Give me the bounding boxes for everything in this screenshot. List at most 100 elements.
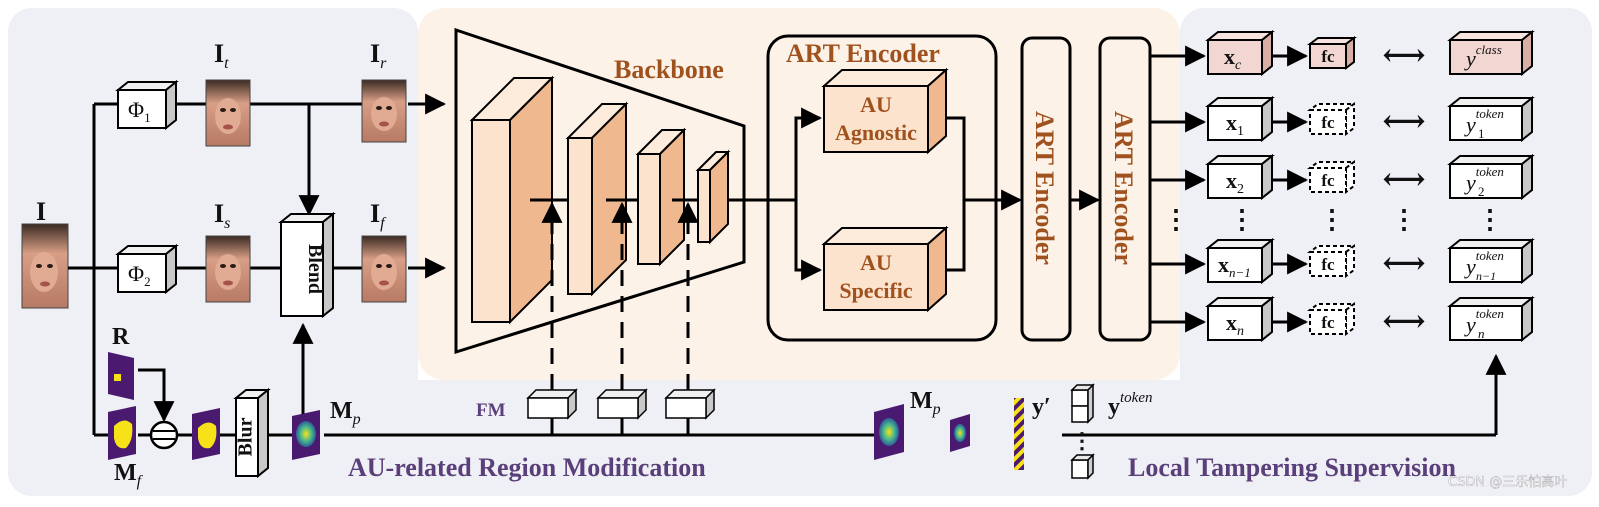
y-prime-strip (1014, 398, 1024, 470)
au-specific-line2: Specific (839, 278, 913, 303)
y-token-n1-label: ytoken (1464, 248, 1504, 279)
label-Ir: Ir (370, 39, 387, 72)
fc-label-n: fc (1321, 313, 1335, 332)
y-token-n1-sub: n−1 (1476, 269, 1496, 283)
vdots-5: ⋮ (1477, 205, 1503, 234)
fm-label: FM (476, 400, 506, 421)
blend-label: Blend (304, 244, 326, 294)
y-token-2-label: ytoken (1464, 164, 1504, 195)
au-specific-block (821, 225, 949, 313)
art-wires (794, 107, 1101, 281)
y-token-n-sub: n (1478, 326, 1485, 341)
blend-box (278, 211, 336, 319)
label-I: I (36, 197, 46, 226)
double-arrow-class: ⟷ (1382, 39, 1425, 72)
face-If (361, 235, 407, 303)
label-It: It (214, 39, 229, 72)
phi2-label: Φ2 (128, 261, 151, 289)
fc-box-class (1307, 36, 1357, 70)
face-It (205, 79, 251, 147)
face-I (21, 223, 69, 309)
label-Mf: Mf (114, 460, 144, 490)
y-token-1-box (1447, 95, 1535, 143)
x-c-box (1205, 29, 1275, 77)
center-panel (418, 8, 1180, 380)
minus-circle (149, 420, 179, 450)
y-class-label: yclass (1464, 42, 1502, 71)
phi1-box (115, 79, 179, 131)
backbone-block-1 (469, 75, 555, 325)
label-Is: Is (214, 199, 230, 232)
output-wires (1062, 45, 1507, 437)
face-Ir (361, 79, 407, 143)
x-2-box (1205, 153, 1275, 201)
mask-Mp (292, 410, 320, 460)
x-n1-box (1205, 237, 1275, 285)
fc-label-1: fc (1321, 113, 1335, 132)
vdots-3: ⋮ (1319, 205, 1345, 234)
y-token-1-sub: 1 (1478, 126, 1485, 141)
backbone-wires (530, 198, 796, 435)
fc-label-class: fc (1321, 47, 1335, 66)
label-If: If (370, 199, 387, 232)
fm-box-1 (526, 388, 578, 420)
x-n-box (1205, 295, 1275, 343)
fc-label-2: fc (1321, 171, 1335, 190)
x-n1-label: xn−1 (1218, 252, 1251, 280)
fc-box-n (1307, 302, 1357, 336)
au-agnostic-line1: AU (860, 92, 892, 117)
y-token-2-box (1447, 153, 1535, 201)
mask-R (108, 352, 134, 400)
y-token-1-label: ytoken (1464, 106, 1504, 137)
x-1-label: x1 (1226, 110, 1244, 139)
token-cube-bottom (1070, 453, 1095, 480)
left-wires (68, 93, 874, 437)
au-agnostic-line2: Agnostic (835, 120, 917, 145)
y-token-n1-box (1447, 237, 1535, 285)
fc-box-2 (1307, 160, 1357, 194)
backbone-trapezoid (454, 27, 746, 355)
mask-diff (192, 408, 220, 460)
backbone-block-3 (635, 127, 687, 267)
face-Is (205, 235, 251, 303)
x-2-label: x2 (1226, 168, 1244, 197)
phi2-box (115, 243, 179, 295)
x-c-label: xc (1224, 44, 1242, 73)
blur-box (233, 387, 271, 479)
fc-label-n1: fc (1321, 255, 1335, 274)
y-token-2-sub: 2 (1478, 184, 1485, 199)
au-agnostic-block (821, 67, 949, 155)
art-encoder-col-2-label: ART Encoder (1109, 111, 1138, 265)
blur-label: Blur (235, 417, 257, 456)
section-left-title: AU-related Region Modification (348, 453, 706, 482)
double-arrow-2: ⟷ (1382, 163, 1425, 196)
double-arrow-1: ⟷ (1382, 105, 1425, 138)
token-vdots: ⋮ (1071, 428, 1093, 453)
art-encoder-title: ART Encoder (786, 39, 940, 68)
fm-box-3 (664, 388, 716, 420)
double-arrow-n1: ⟷ (1382, 247, 1425, 280)
label-Mp: Mp (330, 398, 361, 428)
double-arrow-n: ⟷ (1382, 305, 1425, 338)
art-encoder-col-1-label: ART Encoder (1030, 111, 1059, 265)
backbone-title: Backbone (614, 55, 724, 84)
label-R: R (112, 324, 130, 350)
mask-Mf (108, 406, 136, 460)
section-right-title: Local Tampering Supervision (1128, 453, 1456, 482)
vdots-4: ⋮ (1391, 205, 1417, 234)
fc-box-n1 (1307, 244, 1357, 278)
mask-Mp-small (950, 414, 970, 452)
au-specific-line1: AU (860, 250, 892, 275)
art-encoder-col-1 (1020, 36, 1072, 342)
backbone-block-4 (695, 149, 731, 245)
fm-box-2 (596, 388, 648, 420)
art-encoder-box (766, 34, 998, 342)
y-prime-label: y′ (1032, 394, 1051, 420)
y-token-label-bottom: ytoken (1108, 390, 1152, 420)
label-Mp2: Mp (910, 388, 941, 418)
x-1-box (1205, 95, 1275, 143)
y-token-n-box (1447, 295, 1535, 343)
vdots-2: ⋮ (1229, 205, 1255, 234)
x-n-label: xn (1226, 310, 1244, 339)
